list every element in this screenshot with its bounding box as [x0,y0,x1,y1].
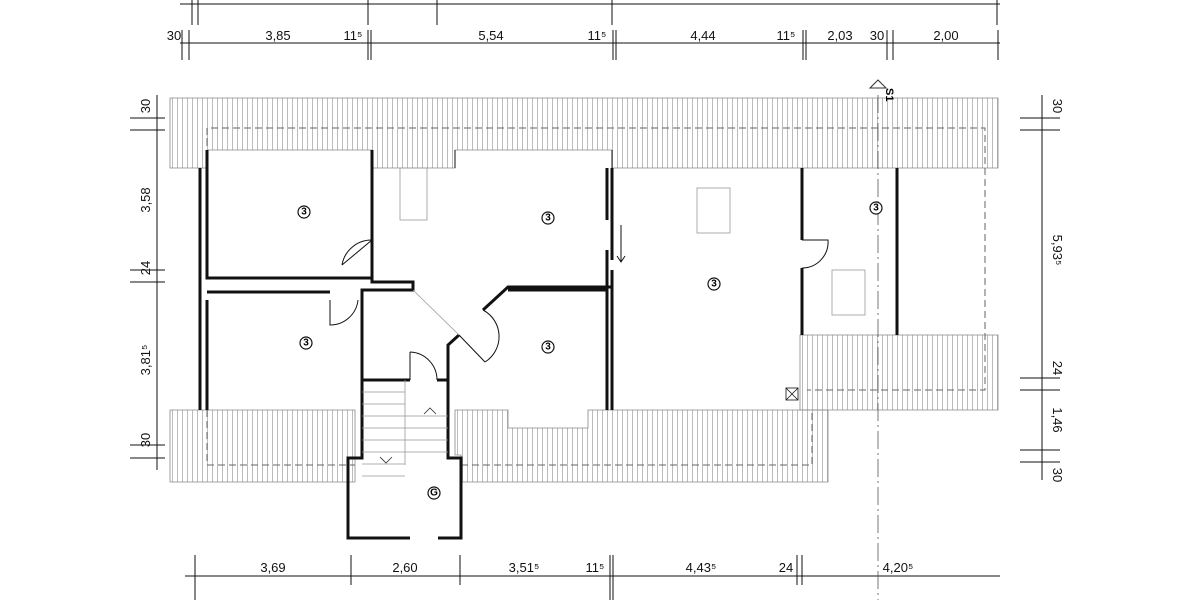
svg-text:3: 3 [545,213,551,224]
svg-text:3: 3 [301,207,307,218]
dim-label: 11⁵ [588,28,607,43]
dim-label: 4,43⁵ [686,560,717,575]
dim-label: 30 [1050,99,1065,113]
stairs [362,380,448,477]
section-line-s1: S1 [868,79,895,600]
dim-label: 30 [167,28,181,43]
bottom-dimension-row: 3,69 2,60 3,51⁵ 11⁵ 4,43⁵ 24 4,20⁵ [185,555,1000,600]
dim-label: 11⁵ [777,28,796,43]
dim-label: 5,54 [478,28,503,43]
room-tag: 3 [541,211,555,225]
dim-label: 2,03 [827,28,852,43]
dim-label: 3,81⁵ [138,345,153,376]
dim-label: 30 [870,28,884,43]
room-tag: 3 [299,336,313,350]
dim-label: 4,44 [690,28,715,43]
skylights [399,167,866,401]
room-tag: 3 [869,201,883,215]
svg-text:3: 3 [711,279,717,290]
dim-label: 30 [138,433,153,447]
doors [329,225,829,381]
section-marker-label: S1 [883,88,895,101]
dim-label: 24 [779,560,793,575]
dim-label: 3,58 [138,187,153,212]
left-dimension-column: 30 3,58 24 3,81⁵ 30 [130,95,165,470]
dim-label: 30 [1050,468,1065,482]
room-tag: 3 [297,205,311,219]
svg-text:G: G [430,488,438,499]
dim-label: 2,60 [392,560,417,575]
roof-areas [169,97,999,483]
svg-text:3: 3 [545,342,551,353]
dim-label: 3,85 [265,28,290,43]
dim-label: 1,46 [1050,407,1065,432]
dim-label: 3,51⁵ [509,560,540,575]
dim-label: 3,69 [260,560,285,575]
dim-label: 30 [138,99,153,113]
top-dimension-row-upper [180,0,1000,25]
dim-label: 11⁵ [344,28,363,43]
dim-label: 11⁵ [586,560,605,575]
dim-label: 5,93⁵ [1050,235,1065,266]
svg-text:3: 3 [303,338,309,349]
svg-text:3: 3 [873,203,879,214]
right-dimension-column: 30 5,93⁵ 24 1,46 30 [1020,95,1065,482]
top-dimension-row: 30 3,85 11⁵ 5,54 11⁵ 4,44 11⁵ 2,03 30 2,… [167,28,1000,60]
dim-label: 24 [1050,361,1065,375]
stair-tag: G [427,486,441,500]
room-tag: 3 [707,277,721,291]
dim-label: 24 [138,261,153,275]
dim-label: 2,00 [933,28,958,43]
dim-label: 4,20⁵ [883,560,914,575]
room-tag: 3 [541,340,555,354]
